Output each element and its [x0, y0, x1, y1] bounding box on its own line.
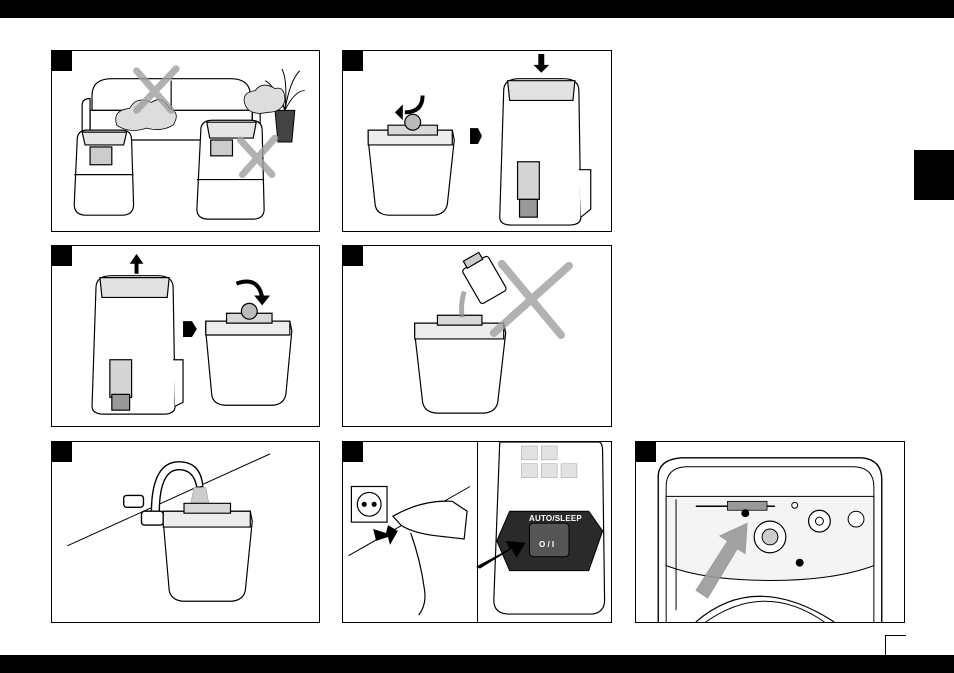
- auto-sleep-label: AUTO/SLEEP: [529, 514, 582, 523]
- step-badge: [52, 246, 72, 266]
- step-badge: [343, 51, 363, 71]
- step-panel-power-on: AUTO/SLEEP O / I: [342, 441, 612, 623]
- step-panel-no-additives: [342, 245, 612, 427]
- no-additives-illustration: [343, 246, 611, 426]
- adjust-illustration: [636, 442, 904, 622]
- step-badge: [343, 442, 363, 462]
- panel-divider: [477, 442, 478, 623]
- step-panel-adjust: [635, 441, 905, 623]
- fill-water-illustration: [52, 442, 319, 622]
- top-bar: [0, 0, 954, 18]
- step-badge: [52, 442, 72, 462]
- step-badge: [636, 442, 656, 462]
- chapter-tab: [914, 150, 954, 200]
- step-panel-placement: [51, 50, 320, 232]
- step-panel-fill-water: [51, 441, 320, 623]
- placement-illustration: [52, 51, 319, 231]
- step-panel-remove-tank: [51, 245, 320, 427]
- step-badge: [52, 51, 72, 71]
- remove-tank-illustration: [52, 246, 319, 426]
- assemble-illustration: [343, 51, 611, 231]
- power-button-label: O / I: [539, 540, 554, 549]
- bottom-bar: [0, 655, 954, 673]
- step-badge: [343, 246, 363, 266]
- step-panel-assemble: [342, 50, 612, 232]
- page-number-box: [885, 635, 906, 655]
